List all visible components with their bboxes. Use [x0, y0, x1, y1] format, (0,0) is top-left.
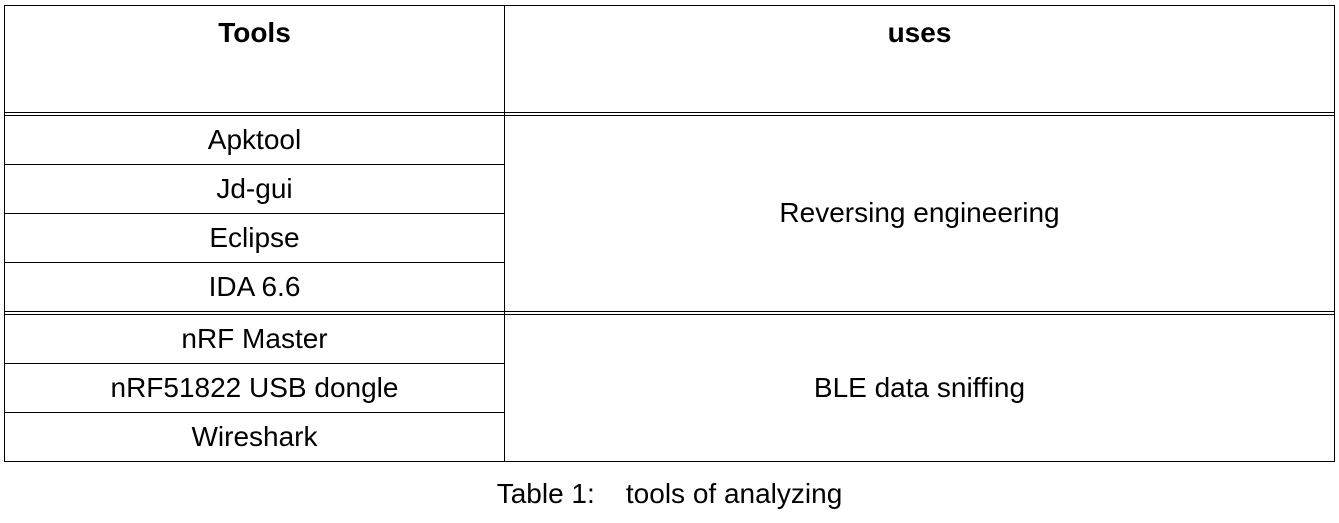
- header-uses: uses: [504, 5, 1335, 113]
- header-tools: Tools: [4, 5, 505, 113]
- tool-cell: Wireshark: [4, 412, 505, 462]
- table-row: nRF Master BLE data sniffing: [4, 314, 1335, 462]
- tools-table: Tools uses Apktool Reversing engineering…: [4, 5, 1335, 462]
- tool-cell: Jd-gui: [4, 164, 505, 214]
- table-caption: Table 1: tools of analyzing: [496, 478, 843, 509]
- tool-cell: nRF Master: [4, 314, 505, 364]
- table-row: Wireshark: [4, 412, 1335, 462]
- table-row: IDA 6.6: [4, 262, 1335, 312]
- table-row: nRF51822 USB dongle: [4, 363, 1335, 413]
- table-row: Eclipse: [4, 213, 1335, 263]
- tool-cell: IDA 6.6: [4, 262, 505, 312]
- table-row: Apktool Reversing engineering: [4, 115, 1335, 312]
- header-row: Tools uses: [4, 5, 1335, 113]
- tool-cell: Eclipse: [4, 213, 505, 263]
- table-row: Jd-gui: [4, 164, 1335, 214]
- use-cell: BLE data sniffing: [504, 314, 1335, 462]
- tool-cell: nRF51822 USB dongle: [4, 363, 505, 413]
- tool-cell: Apktool: [4, 115, 505, 165]
- use-cell: Reversing engineering: [504, 115, 1335, 312]
